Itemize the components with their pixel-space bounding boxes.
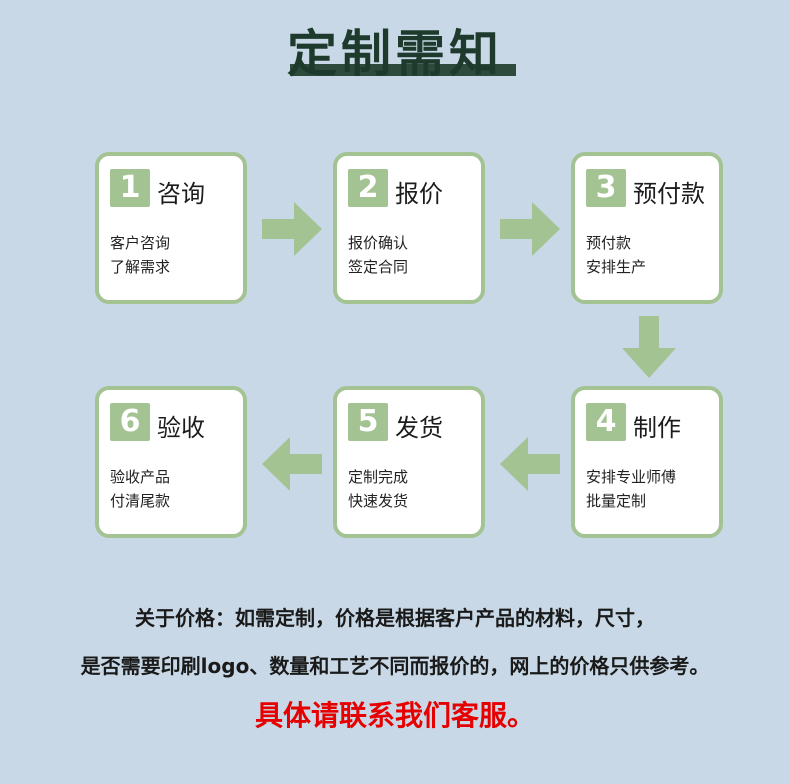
step-title: 制作 (633, 414, 681, 442)
step-number-badge: 2 (348, 169, 388, 207)
step-line: 付清尾款 (110, 492, 171, 510)
step-line: 安排专业师傅 (586, 468, 677, 486)
step-line: 安排生产 (586, 258, 647, 276)
step-title: 预付款 (633, 180, 705, 208)
step-card-consult: 1 咨询 客户咨询 了解需求 (95, 152, 247, 304)
step-title: 验收 (157, 414, 205, 442)
step-number-badge: 5 (348, 403, 388, 441)
arrow-right-icon (500, 202, 560, 256)
step-card-production: 4 制作 安排专业师傅 批量定制 (571, 386, 723, 538)
step-number-badge: 3 (586, 169, 626, 207)
step-card-deposit: 3 预付款 预付款 安排生产 (571, 152, 723, 304)
step-line: 批量定制 (586, 492, 647, 510)
step-line: 验收产品 (110, 468, 171, 486)
arrow-right-icon (262, 202, 322, 256)
step-card-quote: 2 报价 报价确认 签定合同 (333, 152, 485, 304)
step-line: 预付款 (586, 234, 632, 252)
page-title: 定制需知 (287, 25, 503, 83)
step-number-badge: 1 (110, 169, 150, 207)
step-line: 签定合同 (348, 258, 409, 276)
title-underline (290, 64, 516, 76)
price-note-line-1: 关于价格：如需定制，价格是根据客户产品的材料，尺寸， (135, 606, 655, 630)
step-title: 发货 (395, 414, 443, 442)
title-area: 定制需知 (0, 14, 790, 86)
step-number-badge: 6 (110, 403, 150, 441)
contact-service-note: 具体请联系我们客服。 (254, 699, 535, 732)
step-number-badge: 4 (586, 403, 626, 441)
step-line: 定制完成 (348, 468, 409, 486)
step-line: 快速发货 (348, 492, 409, 510)
arrow-left-icon (262, 437, 322, 491)
step-card-shipping: 5 发货 定制完成 快速发货 (333, 386, 485, 538)
step-line: 客户咨询 (110, 234, 171, 252)
step-line: 报价确认 (348, 234, 409, 252)
step-title: 报价 (395, 180, 443, 208)
step-card-acceptance: 6 验收 验收产品 付清尾款 (95, 386, 247, 538)
arrow-left-icon (500, 437, 560, 491)
price-note-line-2: 是否需要印刷logo、数量和工艺不同而报价的，网上的价格只供参考。 (80, 654, 710, 678)
arrow-down-icon (622, 316, 676, 378)
step-title: 咨询 (157, 180, 205, 208)
step-line: 了解需求 (110, 258, 171, 276)
